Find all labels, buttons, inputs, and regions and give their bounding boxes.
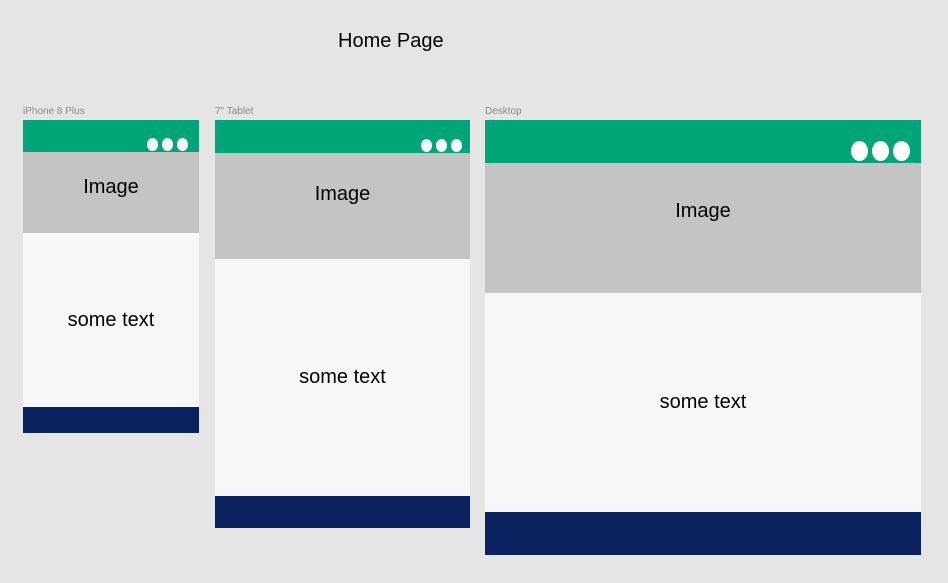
frame-label-desktop: Desktop: [485, 106, 522, 117]
dot-icon: [436, 139, 447, 152]
dot-icon: [872, 141, 889, 161]
image-placeholder: Image: [485, 163, 921, 293]
dot-icon: [851, 141, 868, 161]
iphone-frame: Image some text: [23, 120, 199, 433]
header-bar: [485, 120, 921, 163]
image-label: Image: [83, 176, 139, 198]
dot-icon: [177, 138, 188, 151]
content-text: some text: [659, 391, 747, 413]
dot-icon: [147, 138, 158, 151]
image-placeholder: Image: [23, 152, 199, 233]
frame-label-iphone: iPhone 8 Plus: [23, 106, 85, 117]
three-dots-icon[interactable]: [421, 139, 462, 152]
dot-icon: [451, 139, 462, 152]
dot-icon: [162, 138, 173, 151]
desktop-frame: Image some text: [485, 120, 921, 555]
page-title: Home Page: [338, 30, 444, 52]
content-area: some text: [215, 259, 470, 496]
content-text: some text: [67, 308, 155, 331]
header-bar: [23, 120, 199, 152]
content-text: some text: [299, 366, 386, 388]
image-label: Image: [675, 200, 731, 222]
content-area: some text: [23, 233, 199, 407]
image-placeholder: Image: [215, 153, 470, 259]
footer-bar: [215, 496, 470, 528]
three-dots-icon[interactable]: [851, 141, 910, 161]
frame-label-tablet: 7" Tablet: [215, 106, 254, 117]
footer-bar: [485, 512, 921, 555]
dot-icon: [893, 141, 910, 161]
footer-bar: [23, 407, 199, 433]
dot-icon: [421, 139, 432, 152]
content-area: some text: [485, 293, 921, 512]
tablet-frame: Image some text: [215, 120, 470, 528]
header-bar: [215, 120, 470, 153]
image-label: Image: [314, 183, 371, 205]
three-dots-icon[interactable]: [147, 138, 188, 151]
